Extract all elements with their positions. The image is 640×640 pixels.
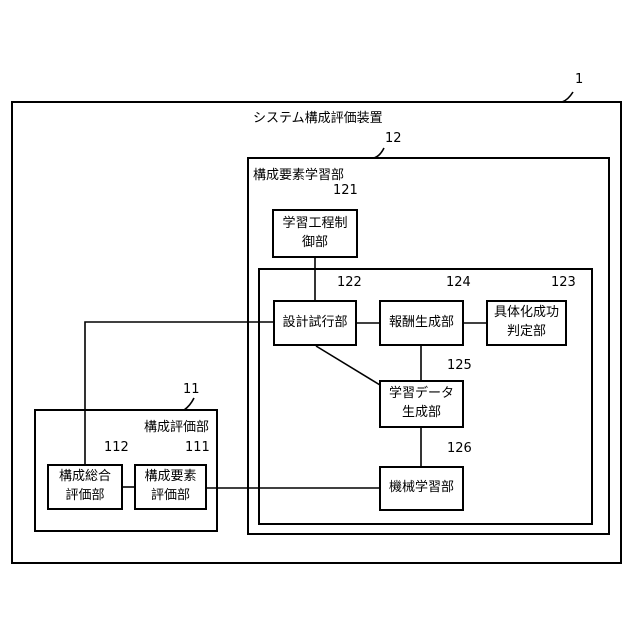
system-ref: 1	[575, 72, 583, 87]
reward-block: 報酬生成部	[379, 300, 464, 346]
block-121-ref: 121	[333, 183, 358, 198]
process-control-block: 学習工程制 御部	[272, 209, 358, 258]
learning-unit-title: 構成要素学習部	[253, 164, 344, 183]
design-trial-block: 設計試行部	[273, 300, 357, 346]
system-title: システム構成評価装置	[253, 107, 383, 126]
learning-unit-ref: 12	[385, 131, 402, 146]
block-122-ref: 122	[337, 275, 362, 290]
success-judge-block: 具体化成功 判定部	[486, 300, 567, 346]
machine-learning-block: 機械学習部	[379, 466, 464, 511]
block-123-ref: 123	[551, 275, 576, 290]
block-112-ref: 112	[104, 440, 129, 455]
element-eval-block: 構成要素 評価部	[134, 464, 207, 510]
evaluation-unit-ref: 11	[183, 382, 200, 397]
data-gen-block: 学習データ 生成部	[379, 380, 464, 428]
evaluation-unit-title: 構成評価部	[144, 416, 209, 435]
block-111-ref: 111	[185, 440, 210, 455]
overall-eval-block: 構成総合 評価部	[47, 464, 123, 510]
block-126-ref: 126	[447, 441, 472, 456]
block-125-ref: 125	[447, 358, 472, 373]
block-124-ref: 124	[446, 275, 471, 290]
